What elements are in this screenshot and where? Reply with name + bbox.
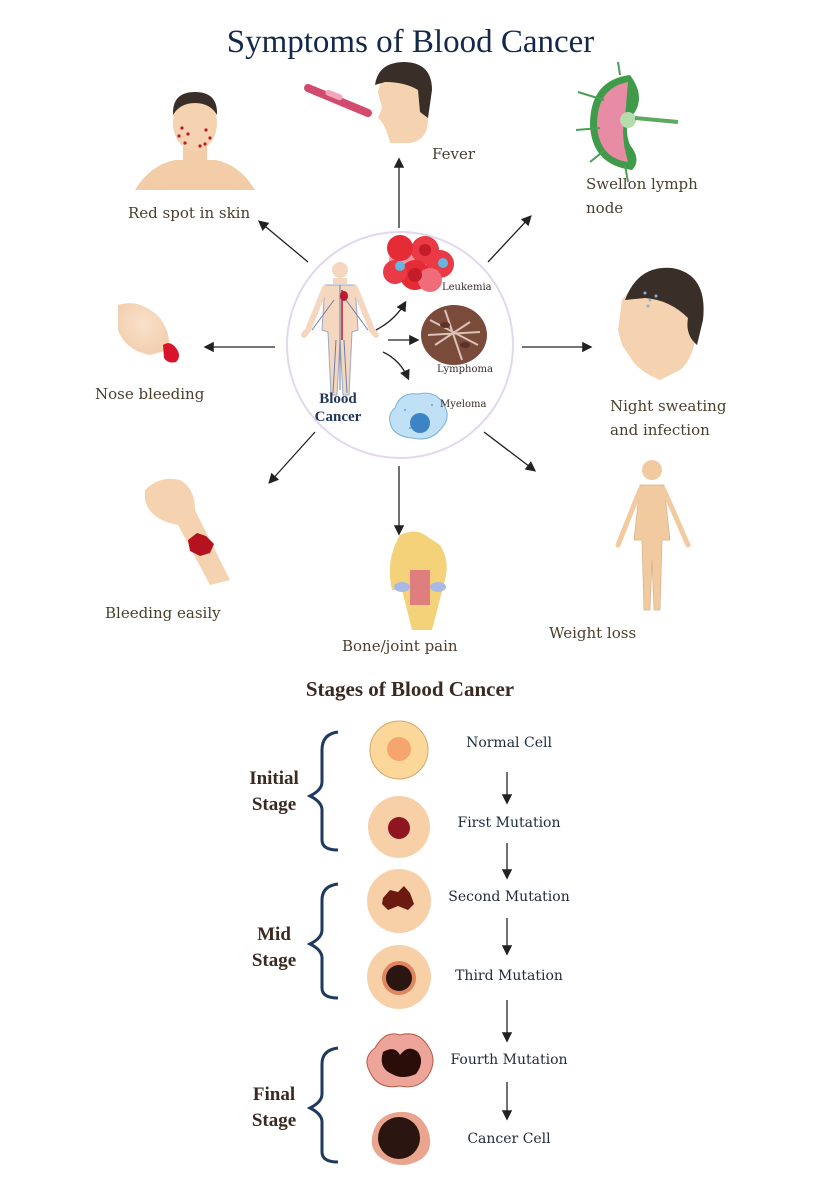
cell-label-normal: Normal Cell bbox=[466, 735, 552, 751]
lymphoma-cell-icon bbox=[421, 305, 487, 365]
myeloma-cell-icon bbox=[389, 392, 448, 440]
stage-initial-label: Initial Stage bbox=[244, 766, 304, 818]
myeloma-label: Myeloma bbox=[440, 399, 487, 410]
cell-label-third: Third Mutation bbox=[455, 968, 563, 984]
stage-final-line1: Final bbox=[252, 1084, 296, 1105]
cell-label-second: Second Mutation bbox=[448, 889, 570, 905]
first-mutation-cell-icon bbox=[368, 796, 430, 858]
symptom-bleeding-label: Bleeding easily bbox=[105, 604, 221, 622]
symptom-red-spot-label: Red spot in skin bbox=[128, 204, 251, 222]
fourth-mutation-cell-icon bbox=[366, 1033, 434, 1088]
leukemia-cell-cluster-icon bbox=[383, 235, 454, 292]
page-title: Symptoms of Blood Cancer bbox=[226, 24, 595, 60]
human-body-icon bbox=[301, 262, 379, 396]
stages-title: Stages of Blood Cancer bbox=[305, 677, 515, 701]
stage-final-line2: Stage bbox=[251, 1110, 297, 1131]
sweating-head-icon bbox=[618, 267, 704, 380]
stage-mid-line2: Stage bbox=[251, 950, 297, 971]
symptom-night-label: Night sweating and infection bbox=[610, 394, 726, 442]
lymph-line1: Swellon lymph bbox=[586, 175, 698, 193]
night-line1: Night sweating bbox=[610, 397, 727, 415]
stage-brackets bbox=[306, 730, 339, 1164]
symptom-lymph-label: Swellon lymph node bbox=[586, 172, 698, 220]
symptom-weight-label: Weight loss bbox=[549, 624, 637, 642]
bracket-final bbox=[306, 1046, 339, 1164]
stage-final-label: Final Stage bbox=[244, 1082, 304, 1134]
thin-body-icon bbox=[615, 460, 691, 611]
blood-cancer-label: Blood Cancer bbox=[308, 390, 368, 426]
fever-face-icon bbox=[304, 62, 432, 143]
stage-mid-line1: Mid bbox=[257, 924, 291, 945]
arrow-lymph bbox=[487, 215, 532, 263]
stage-initial-line2: Stage bbox=[251, 794, 297, 815]
knee-joint-icon bbox=[389, 531, 447, 630]
night-line2: and infection bbox=[610, 421, 710, 439]
stage-initial-line1: Initial bbox=[249, 768, 299, 789]
symptom-fever-label: Fever bbox=[432, 145, 475, 163]
arrow-weight bbox=[483, 431, 537, 472]
symptom-arrows bbox=[203, 157, 593, 536]
symptom-bone-label: Bone/joint pain bbox=[342, 637, 458, 655]
blood-cancer-line1: Blood bbox=[319, 391, 357, 407]
blood-cancer-line2: Cancer bbox=[314, 409, 362, 425]
leukemia-label: Leukemia bbox=[442, 282, 492, 293]
cell-label-fourth: Fourth Mutation bbox=[450, 1052, 568, 1068]
lymph-line2: node bbox=[586, 199, 624, 217]
normal-cell-icon bbox=[369, 720, 429, 780]
bracket-initial bbox=[306, 730, 339, 852]
cell-label-first: First Mutation bbox=[457, 815, 561, 831]
lymphoma-label: Lymphoma bbox=[437, 364, 493, 375]
stage-mid-label: Mid Stage bbox=[244, 922, 304, 974]
wrist-wound-icon bbox=[145, 478, 230, 585]
face-red-spots-icon bbox=[135, 92, 255, 190]
nose-bleed-icon bbox=[118, 303, 179, 363]
cell-label-cancer: Cancer Cell bbox=[467, 1131, 551, 1147]
second-mutation-cell-icon bbox=[367, 869, 431, 933]
lymph-node-icon bbox=[575, 61, 679, 183]
arrow-red-spot bbox=[258, 220, 309, 263]
symptom-nose-label: Nose bleeding bbox=[95, 385, 205, 403]
bracket-mid bbox=[306, 882, 339, 1000]
arrow-bleeding bbox=[268, 431, 316, 484]
third-mutation-cell-icon bbox=[367, 945, 431, 1009]
type-arrows bbox=[375, 300, 420, 381]
cancer-cell-icon bbox=[371, 1111, 431, 1165]
